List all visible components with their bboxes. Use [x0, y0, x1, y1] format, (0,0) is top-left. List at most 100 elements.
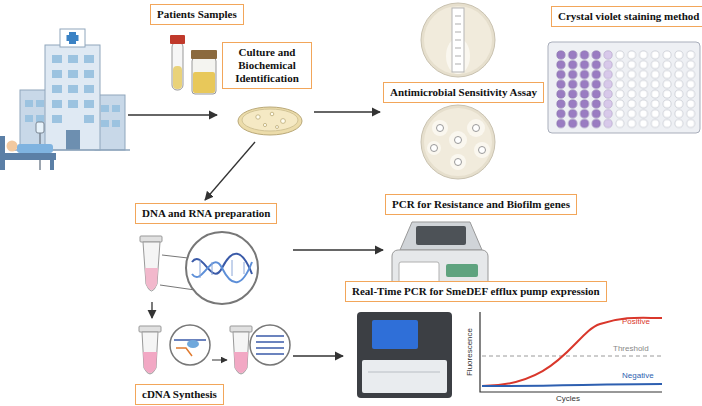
- hospital-illustration-part: [68, 55, 78, 63]
- disk-diffusion-plate-part: [450, 154, 466, 170]
- disk-diffusion-plate-part: [427, 141, 441, 155]
- hospital-illustration-part: [25, 115, 33, 122]
- stage-box: Culture and Biochemical Identification: [220, 40, 314, 142]
- sample-tubes-part: [191, 50, 217, 59]
- petri-dish-part: [270, 112, 274, 116]
- dna-tube-magnifier-part: [186, 232, 258, 304]
- dna-tube-magnifier-part: [192, 262, 252, 282]
- real-time-pcr-machine-part: [372, 320, 418, 349]
- hospital-illustration-part: [84, 85, 94, 93]
- etest-plate-part: [421, 3, 495, 77]
- disk-diffusion-plate-part: [449, 131, 467, 149]
- step-label: Culture and Biochemical Identification: [222, 42, 312, 89]
- step-label: Real-Time PCR for SmeDEF efflux pump exp…: [345, 281, 607, 302]
- sample-tubes-part: [172, 42, 183, 90]
- cdna-synthesis-illustration-part: [230, 326, 252, 332]
- step-label: Crystal violet staining method: [551, 6, 702, 27]
- hospital-illustration-part: [60, 29, 85, 47]
- disk-diffusion-plate-part: [479, 147, 486, 154]
- petri-dish-part: [238, 107, 302, 135]
- dna-tube-magnifier-part: [162, 255, 188, 258]
- chart-label: Cycles: [556, 394, 580, 404]
- cdna-synthesis-illustration-part: [256, 341, 284, 343]
- etest-plate-part: [455, 24, 461, 25]
- etest-plate: [421, 3, 495, 77]
- cdna-synthesis-illustration-part: [256, 335, 284, 337]
- petri-dish-part: [242, 109, 298, 131]
- amplification-chart-part: [482, 318, 662, 386]
- hospital-illustration-part: [84, 55, 94, 63]
- dna-tube-magnifier-part: [145, 268, 158, 290]
- hospital-illustration-part: [25, 100, 33, 107]
- hospital-illustration-part: [101, 105, 109, 112]
- hospital-illustration-part: [101, 120, 109, 127]
- cdna-synthesis-illustration-part: [143, 352, 157, 373]
- etest-plate-part: [424, 6, 492, 74]
- stage-box: PCR for Resistance and Biofilm genes: [383, 192, 568, 292]
- real-time-pcr-machine-part: [368, 372, 440, 373]
- hospital-illustration-part: [84, 100, 94, 108]
- sample-tubes: [170, 35, 217, 94]
- sample-tubes-part: [170, 35, 185, 44]
- dna-tube-magnifier-part: [244, 262, 245, 274]
- hospital-illustration-part: [36, 100, 44, 107]
- pcr-machine-part: [416, 226, 466, 245]
- flow-arrow: [293, 249, 383, 250]
- step-label: PCR for Resistance and Biofilm genes: [385, 194, 577, 215]
- amplification-chart-part: [482, 384, 662, 386]
- hospital-illustration-part: [52, 85, 62, 93]
- dna-tube-magnifier-part: [143, 242, 160, 291]
- cdna-synthesis-illustration-part: [233, 332, 249, 374]
- etest-plate-part: [455, 40, 461, 41]
- well-plate-part: [548, 42, 700, 133]
- petri-dish-part: [276, 126, 279, 129]
- cdna-synthesis-illustration-part: [170, 325, 210, 365]
- hospital-illustration-part: [68, 85, 78, 93]
- real-time-pcr-machine-part: [362, 360, 447, 393]
- hospital-illustration-part: [84, 70, 94, 78]
- step-label: cDNA Synthesis: [135, 384, 224, 405]
- petri-dish: [238, 107, 302, 135]
- sample-tubes-part: [173, 66, 182, 89]
- petri-dish-part: [263, 123, 266, 126]
- hospital-illustration-part: [0, 153, 56, 160]
- petri-dish-part: [281, 119, 286, 124]
- real-time-pcr-machine: [357, 312, 452, 398]
- amplification-chart-part: [482, 356, 662, 357]
- cdna-synthesis-illustration-part: [142, 332, 158, 374]
- flow-arrow-hospital-part: [128, 114, 217, 115]
- disk-diffusion-plate-part: [455, 159, 462, 166]
- cdna-synthesis-illustration-part: [176, 348, 192, 356]
- cdna-synthesis-illustration-part: [234, 352, 248, 373]
- stage-box: Crystal violet staining method: [545, 4, 702, 134]
- hospital-illustration-part: [17, 144, 53, 153]
- disk-diffusion-plate-part: [474, 142, 490, 158]
- hospital-illustration: [0, 29, 130, 170]
- etest-plate-part: [455, 56, 461, 57]
- dna-tube-magnifier-part: [212, 262, 213, 275]
- disk-diffusion-plate-part: [467, 119, 485, 137]
- flow-arrow: [314, 111, 380, 112]
- pcr-machine-part: [446, 264, 478, 277]
- stage-box: DNA and RNA preparation: [133, 200, 293, 302]
- hospital-illustration-part: [112, 120, 120, 127]
- chart-label: Positive: [622, 317, 650, 327]
- sample-tubes-part: [193, 72, 215, 93]
- petri-dish-part: [256, 115, 260, 119]
- stage-box: Real-Time PCR for SmeDEF efflux pump exp…: [343, 281, 665, 403]
- dna-tube-magnifier-part: [192, 254, 252, 274]
- hospital-illustration-part: [68, 70, 78, 78]
- amplification-chart-part: [480, 312, 662, 392]
- hospital-illustration-part: [84, 115, 94, 123]
- stage-box: Antimicrobial Sensitivity Assay: [380, 0, 546, 180]
- step-label: Patients Samples: [150, 4, 244, 25]
- stage-box: cDNA Synthesis: [133, 318, 293, 405]
- cdna-synthesis-illustration-part: [250, 325, 290, 365]
- hospital-illustration-part: [52, 100, 62, 108]
- flow-arrow: [205, 142, 255, 200]
- hospital-illustration-part: [112, 105, 120, 112]
- etest-plate-part: [455, 64, 461, 65]
- hospital-illustration-part: [20, 90, 48, 150]
- hospital-illustration-part: [52, 55, 62, 63]
